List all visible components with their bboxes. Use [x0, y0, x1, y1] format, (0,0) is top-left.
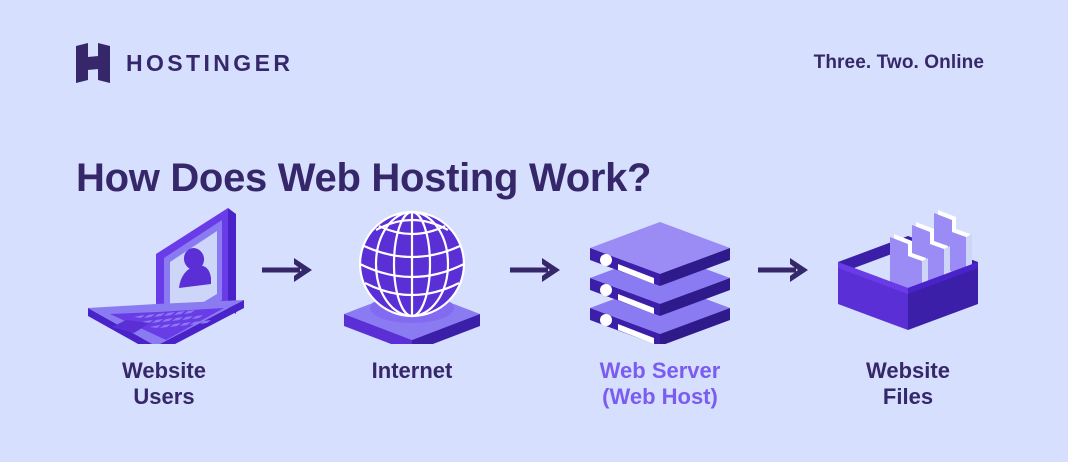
flow-step-label: Website Files: [866, 358, 950, 409]
globe-icon: [324, 196, 500, 344]
flow-step-website-files: Website Files: [820, 196, 996, 410]
file-box-icon: [820, 196, 996, 344]
flow-step-label: Website Users: [122, 358, 206, 409]
tagline: Three. Two. Online: [813, 52, 984, 73]
hosting-flow-diagram: Website Users: [76, 196, 992, 436]
hostinger-h-logo-icon: [76, 43, 110, 83]
arrow-right-icon: [510, 258, 560, 282]
laptop-user-icon: [76, 196, 252, 344]
flow-step-website-users: Website Users: [76, 196, 252, 410]
page-header: HOSTINGER Three. Two. Online: [76, 40, 984, 86]
arrow-right-icon: [758, 258, 808, 282]
page-title: How Does Web Hosting Work?: [76, 155, 652, 200]
flow-step-label: Internet: [371, 358, 453, 383]
brand-logo[interactable]: HOSTINGER: [76, 43, 293, 83]
arrow-users-to-internet: [252, 196, 324, 344]
flow-step-internet: Internet: [324, 196, 500, 384]
flow-step-label: Web Server (Web Host): [599, 358, 721, 409]
arrow-server-to-files: [748, 196, 820, 344]
flow-step-web-server: Web Server (Web Host): [572, 196, 748, 410]
arrow-internet-to-server: [500, 196, 572, 344]
brand-name: HOSTINGER: [126, 49, 294, 76]
server-stack-icon: [572, 196, 748, 344]
arrow-right-icon: [262, 258, 312, 282]
